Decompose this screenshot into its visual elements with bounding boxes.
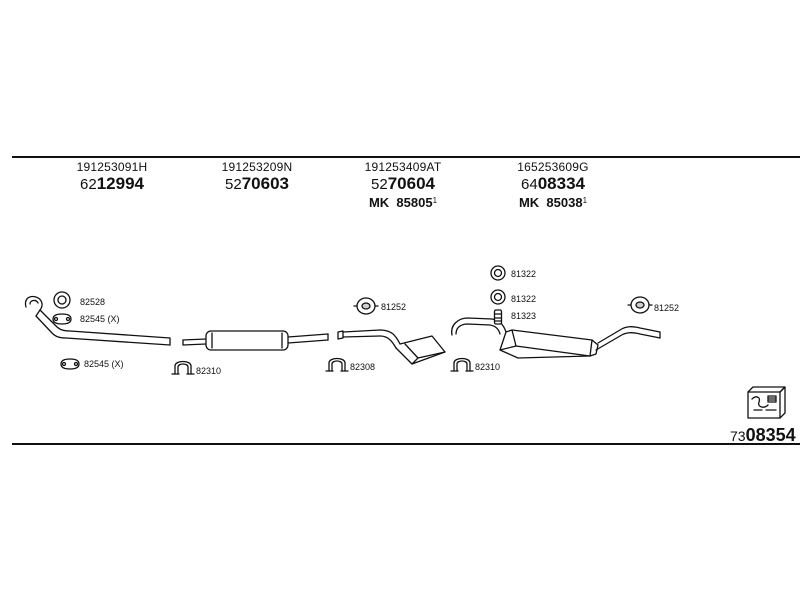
rubber-hanger-icon bbox=[353, 297, 379, 315]
accessory-label: 82310 bbox=[196, 366, 222, 376]
accessory-label: 82528 bbox=[80, 297, 106, 307]
gasket-ring-icon bbox=[53, 291, 71, 309]
article-number: 5270604 bbox=[371, 174, 435, 193]
rubber-ring-icon bbox=[490, 289, 506, 305]
accessory-label: 81322 bbox=[511, 294, 537, 304]
rubber-hanger-icon bbox=[627, 296, 653, 314]
rear-silencer-drawing bbox=[451, 317, 661, 359]
rubber-ring-icon bbox=[490, 265, 506, 281]
clamp-icon bbox=[60, 358, 80, 370]
mounting-bolt-icon bbox=[493, 309, 503, 325]
mounting-kit-number: MK 858051 bbox=[368, 195, 438, 210]
middle-silencer-drawing bbox=[337, 329, 446, 365]
part-front-pipe[interactable]: 191253091H 6212994 bbox=[62, 160, 162, 195]
bottom-divider bbox=[12, 443, 800, 445]
article-number: 6408334 bbox=[521, 174, 585, 193]
article-number: 6212994 bbox=[80, 174, 144, 193]
u-clamp-icon bbox=[450, 357, 474, 372]
front-pipe-drawing bbox=[24, 295, 171, 346]
oe-number: 191253409AT bbox=[364, 160, 442, 174]
accessory-label: 81323 bbox=[511, 311, 537, 321]
part-front-silencer[interactable]: 191253209N 5270603 bbox=[207, 160, 307, 195]
article-number: 5270603 bbox=[225, 174, 289, 193]
accessory-label: 81252 bbox=[381, 302, 407, 312]
exhaust-set-box-icon bbox=[747, 386, 786, 419]
oe-number: 165253609G bbox=[517, 160, 589, 174]
accessory-label: 81252 bbox=[654, 303, 680, 313]
u-clamp-icon bbox=[171, 360, 195, 375]
accessory-label: 81322 bbox=[511, 269, 537, 279]
part-middle-silencer[interactable]: 191253409AT 5270604 MK 858051 bbox=[349, 160, 457, 211]
accessory-label: 82545 (X) bbox=[84, 359, 124, 369]
accessory-label: 82310 bbox=[475, 362, 501, 372]
top-divider bbox=[12, 156, 800, 158]
oe-number: 191253209N bbox=[221, 160, 293, 174]
front-silencer-drawing bbox=[182, 330, 329, 351]
mounting-kit-number: MK 850381 bbox=[518, 195, 588, 210]
accessory-label: 82545 (X) bbox=[80, 314, 120, 324]
exhaust-set-number: 7308354 bbox=[730, 425, 796, 445]
oe-number: 191253091H bbox=[76, 160, 148, 174]
u-clamp-icon bbox=[325, 357, 349, 372]
part-rear-silencer[interactable]: 165253609G 6408334 MK 850381 bbox=[503, 160, 603, 211]
accessory-label: 82308 bbox=[350, 362, 376, 372]
clamp-icon bbox=[52, 313, 72, 325]
